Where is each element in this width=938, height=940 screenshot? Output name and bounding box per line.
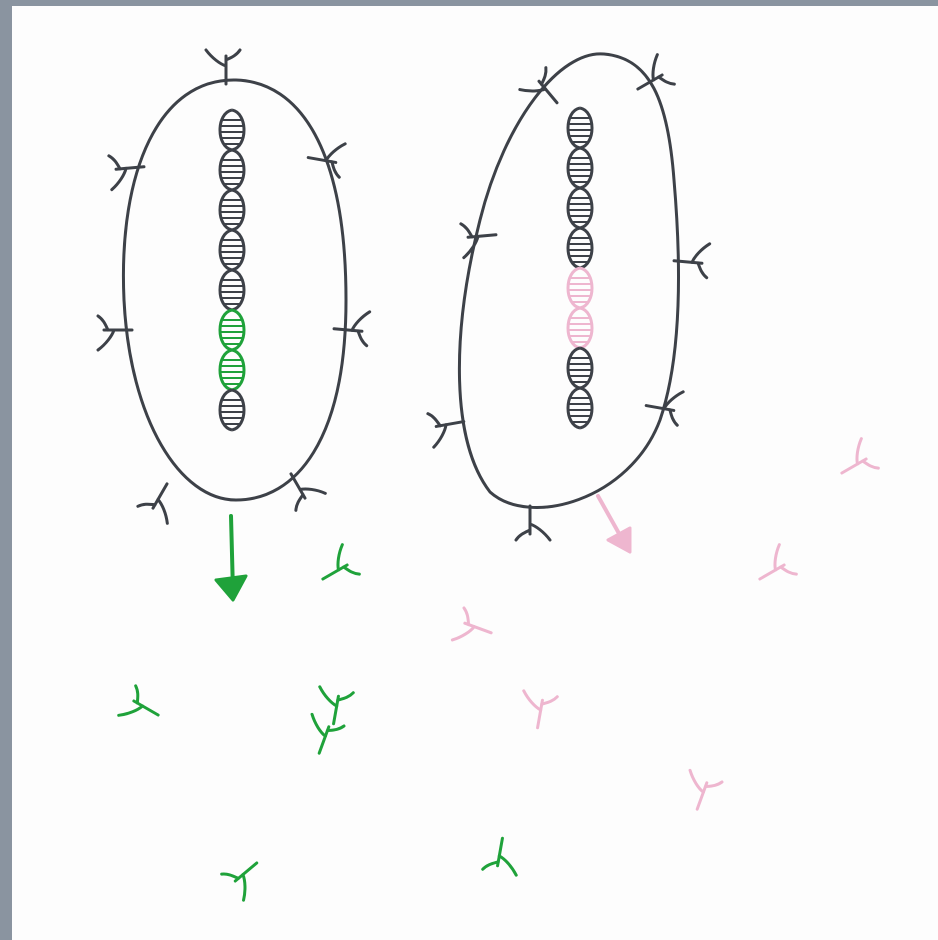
right-dna-segment — [568, 388, 592, 428]
right-dna-segment — [568, 148, 592, 188]
released-green-receptor-icon — [314, 687, 353, 726]
left-dna-segment — [220, 110, 244, 150]
left-cell-membrane — [123, 80, 346, 500]
left-dna-segment — [220, 390, 244, 430]
right-surface-receptor-icon — [516, 506, 550, 540]
left-dna-strand — [220, 110, 244, 430]
left-surface-receptor-icon — [138, 477, 184, 523]
right-dna-segment — [568, 108, 592, 148]
released-pink-receptor-icon — [518, 691, 557, 730]
green-down-arrow — [216, 516, 246, 600]
left-dna-segment — [220, 230, 244, 270]
right-dna-segment — [568, 188, 592, 228]
left-dna-segment — [220, 150, 244, 190]
left-surface-receptor-icon — [279, 464, 325, 510]
right-dna-segment — [568, 268, 592, 308]
left-surface-receptor-icon — [333, 309, 370, 346]
released-green-receptor-icon — [483, 836, 522, 875]
left-dna-segment — [220, 350, 244, 390]
released-pink-receptor-icon — [750, 545, 796, 591]
released-pink-receptor-icon — [832, 439, 878, 485]
right-dna-segment — [568, 228, 592, 268]
right-dna-segment — [568, 308, 592, 348]
released-green-receptor-icon — [222, 852, 270, 900]
released-green-receptor-icon — [313, 545, 359, 591]
right-dna-strand — [568, 108, 592, 428]
released-green-receptor-icon — [300, 714, 344, 758]
pink-down-arrow — [598, 496, 630, 552]
right-surface-receptor-icon — [628, 55, 674, 101]
released-green-receptor-icon — [119, 686, 165, 732]
released-green-receptors — [119, 545, 522, 900]
left-dna-segment — [220, 310, 244, 350]
released-pink-receptor-icon — [452, 608, 496, 652]
left-dna-segment — [220, 270, 244, 310]
left-cell — [98, 50, 370, 523]
left-dna-segment — [220, 190, 244, 230]
right-dna-segment — [568, 348, 592, 388]
released-pink-receptors — [452, 439, 878, 814]
released-pink-receptor-icon — [678, 770, 722, 814]
right-cell — [428, 54, 710, 540]
